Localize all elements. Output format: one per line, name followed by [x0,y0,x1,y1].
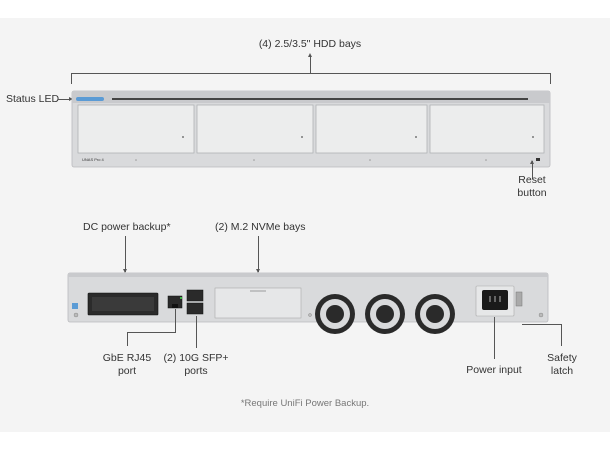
nvme-bay-cover [214,287,302,319]
reset-button [536,158,540,161]
drive-tray-1 [77,104,195,154]
status-led [76,97,104,101]
label-reset-2: button [517,187,547,199]
bracket-hdd-bays [71,73,550,74]
rear-screw-right [538,312,544,318]
leader-reset [532,161,533,179]
label-rj45-2: port [117,365,137,377]
fan-1 [315,294,355,334]
sfp-port-2 [186,302,204,315]
power-pin-3 [499,296,501,302]
fan-1-hub [326,305,344,323]
label-sfp-1: (2) 10G SFP+ [163,352,229,364]
arrow-reset [530,160,534,164]
label-status-led: Status LED [6,93,60,105]
fan-2 [365,294,405,334]
front-badge: UNAS Pro 4 [82,157,104,162]
footnote: *Require UniFi Power Backup. [240,398,370,409]
front-detail-4 [485,159,487,161]
rear-chassis-drawing [67,272,549,334]
leader-sfp [196,316,197,348]
tray-2-release [301,136,303,138]
front-detail-1 [135,159,137,161]
tray-4-release [532,136,534,138]
label-rj45-1: GbE RJ45 [102,352,152,364]
sfp-port-1 [186,289,204,302]
leader-rj45-h [127,332,176,333]
bracket-right-tick [550,73,551,84]
arrow-status-led [69,97,73,101]
leader-latch-v [561,324,562,346]
fan-2-hub [376,305,394,323]
bracket-left-tick [71,73,72,84]
drive-tray-2 [196,104,314,154]
rj45-latch [172,304,178,308]
leader-status-led [58,99,70,100]
label-sfp-2: ports [184,365,208,377]
drive-tray-3 [315,104,428,154]
power-pin-2 [494,296,496,302]
leader-hdd-bays [310,55,311,73]
rear-screw-left [73,312,79,318]
arrow-dc-power [123,269,127,273]
label-reset-1: Reset [518,174,546,186]
power-pin-1 [489,296,491,302]
leader-latch-h [522,324,562,325]
drive-tray-4 [429,104,545,154]
leader-dc-power [125,236,126,272]
rear-screw-mid [308,313,312,317]
fan-3-hub [426,305,444,323]
front-detail-2 [253,159,255,161]
ground-label [72,303,78,309]
label-power-input: Power input [466,364,522,376]
front-detail-3 [369,159,371,161]
label-hdd-bays: (4) 2.5/3.5" HDD bays [258,38,362,50]
fan-3 [415,294,455,334]
leader-rj45-v [175,309,176,332]
tray-3-release [415,136,417,138]
label-nvme-bays: (2) M.2 NVMe bays [215,221,306,233]
rj45-led [180,297,182,299]
front-chassis-drawing [71,90,551,168]
rear-top-strip [68,273,548,277]
leader-nvme-bays [258,236,259,272]
label-dc-power: DC power backup* [83,221,171,233]
label-latch-2: latch [550,365,574,377]
arrow-nvme-bays [256,269,260,273]
leader-rj45-drop [127,332,128,346]
arrow-hdd-bays [308,53,312,57]
tray-1-release [182,136,184,138]
dc-power-connector-inner [92,297,154,311]
leader-power-input [494,317,495,359]
label-latch-1: Safety [547,352,577,364]
safety-latch [515,291,523,307]
diagram-canvas: (4) 2.5/3.5" HDD bays Status LED UNAS Pr… [0,18,610,432]
